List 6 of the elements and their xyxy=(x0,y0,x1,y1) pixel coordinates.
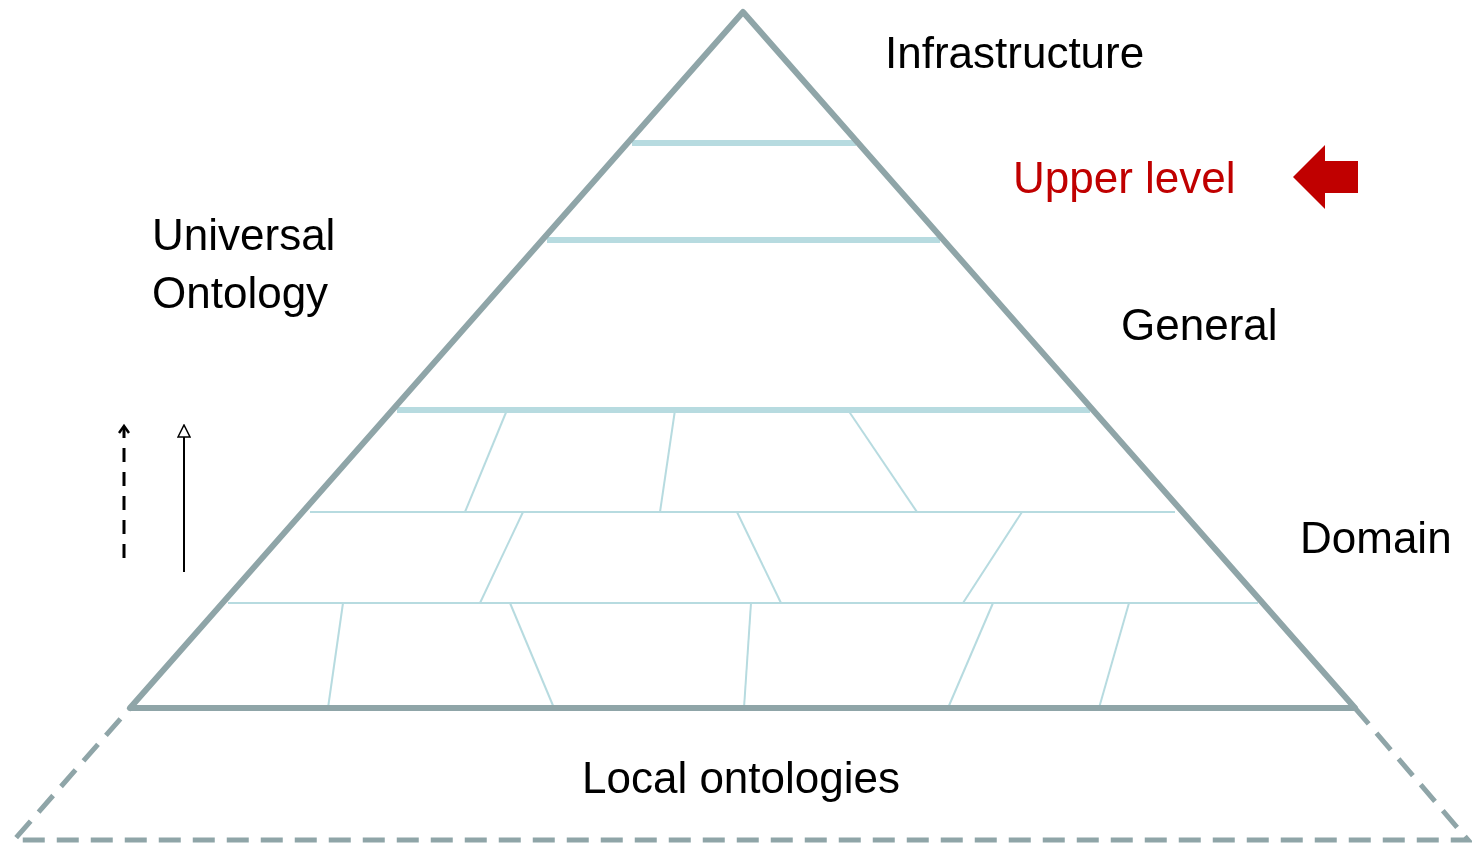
layer-label: Local ontologies xyxy=(582,752,900,804)
layer-label: Infrastructure xyxy=(885,27,1145,79)
layer-label: Domain xyxy=(1300,512,1452,564)
layer-label: Upper level xyxy=(1013,152,1236,204)
layer-label: General xyxy=(1121,299,1278,351)
layer-label: Universal Ontology xyxy=(152,209,337,319)
